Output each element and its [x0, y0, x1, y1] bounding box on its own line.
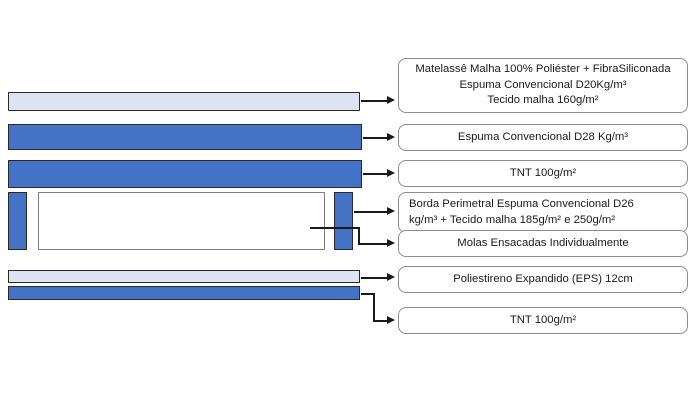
tnt-lower-layer [8, 286, 360, 300]
label-perimeter-border: Borda Perimetral Espuma Convencional D26… [398, 192, 688, 233]
label-line: Espuma Convencional D28 Kg/m³ [457, 130, 629, 143]
connector-tnt-upper [363, 173, 389, 175]
label-line: kg/m³ + Tecido malha 185g/m² e 250g/m² [409, 213, 616, 226]
label-spring-core: Molas Ensacadas Individualmente [398, 230, 688, 257]
connector-tnt-lower-to-label [373, 320, 389, 322]
label-foam-d28: Espuma Convencional D28 Kg/m³ [398, 124, 688, 151]
label-quilted-top: Matelassê Malha 100% Poliéster + FibraSi… [398, 58, 688, 113]
arrowhead-spring-core [387, 239, 395, 247]
label-tnt-upper: TNT 100g/m² [398, 160, 688, 187]
connector-tnt-lower-horizontal [361, 293, 375, 295]
arrowhead-perimeter-border [387, 207, 395, 215]
eps-base-layer [8, 270, 360, 283]
connector-quilted-top [361, 100, 389, 102]
connector-spring-core-horizontal [310, 227, 360, 229]
label-line: Matelassê Malha 100% Poliéster + FibraSi… [415, 63, 671, 76]
quilted-top-layer [8, 92, 360, 111]
label-line: TNT 100g/m² [509, 166, 577, 179]
arrowhead-foam-d28 [387, 133, 395, 141]
label-line: Borda Perimetral Espuma Convencional D26 [409, 198, 634, 210]
foam-d28-layer [8, 124, 362, 150]
label-line: Tecido malha 160g/m² [487, 94, 599, 107]
label-line: Molas Ensacadas Individualmente [457, 236, 629, 249]
connector-tnt-lower-vertical [373, 293, 375, 321]
connector-spring-core-vertical [358, 227, 360, 244]
label-line: TNT 100g/m² [509, 313, 577, 326]
arrowhead-eps-base [387, 273, 395, 281]
arrowhead-tnt-upper [387, 169, 395, 177]
connector-eps-base [361, 277, 389, 279]
label-eps-base: Poliestireno Expandido (EPS) 12cm [398, 266, 688, 293]
label-line: Poliestireno Expandido (EPS) 12cm [453, 272, 633, 285]
connector-perimeter-border [354, 211, 389, 213]
label-line: Espuma Convencional D20Kg/m³ [459, 78, 627, 91]
tnt-upper-layer [8, 160, 362, 188]
perimeter-border-right [334, 192, 353, 250]
connector-spring-core-to-label [358, 243, 389, 245]
perimeter-border-left [8, 192, 27, 250]
arrowhead-quilted-top [387, 96, 395, 104]
arrowhead-tnt-lower [387, 316, 395, 324]
label-tnt-lower: TNT 100g/m² [398, 307, 688, 334]
connector-foam-d28 [363, 137, 389, 139]
pocket-spring-core [38, 192, 325, 250]
